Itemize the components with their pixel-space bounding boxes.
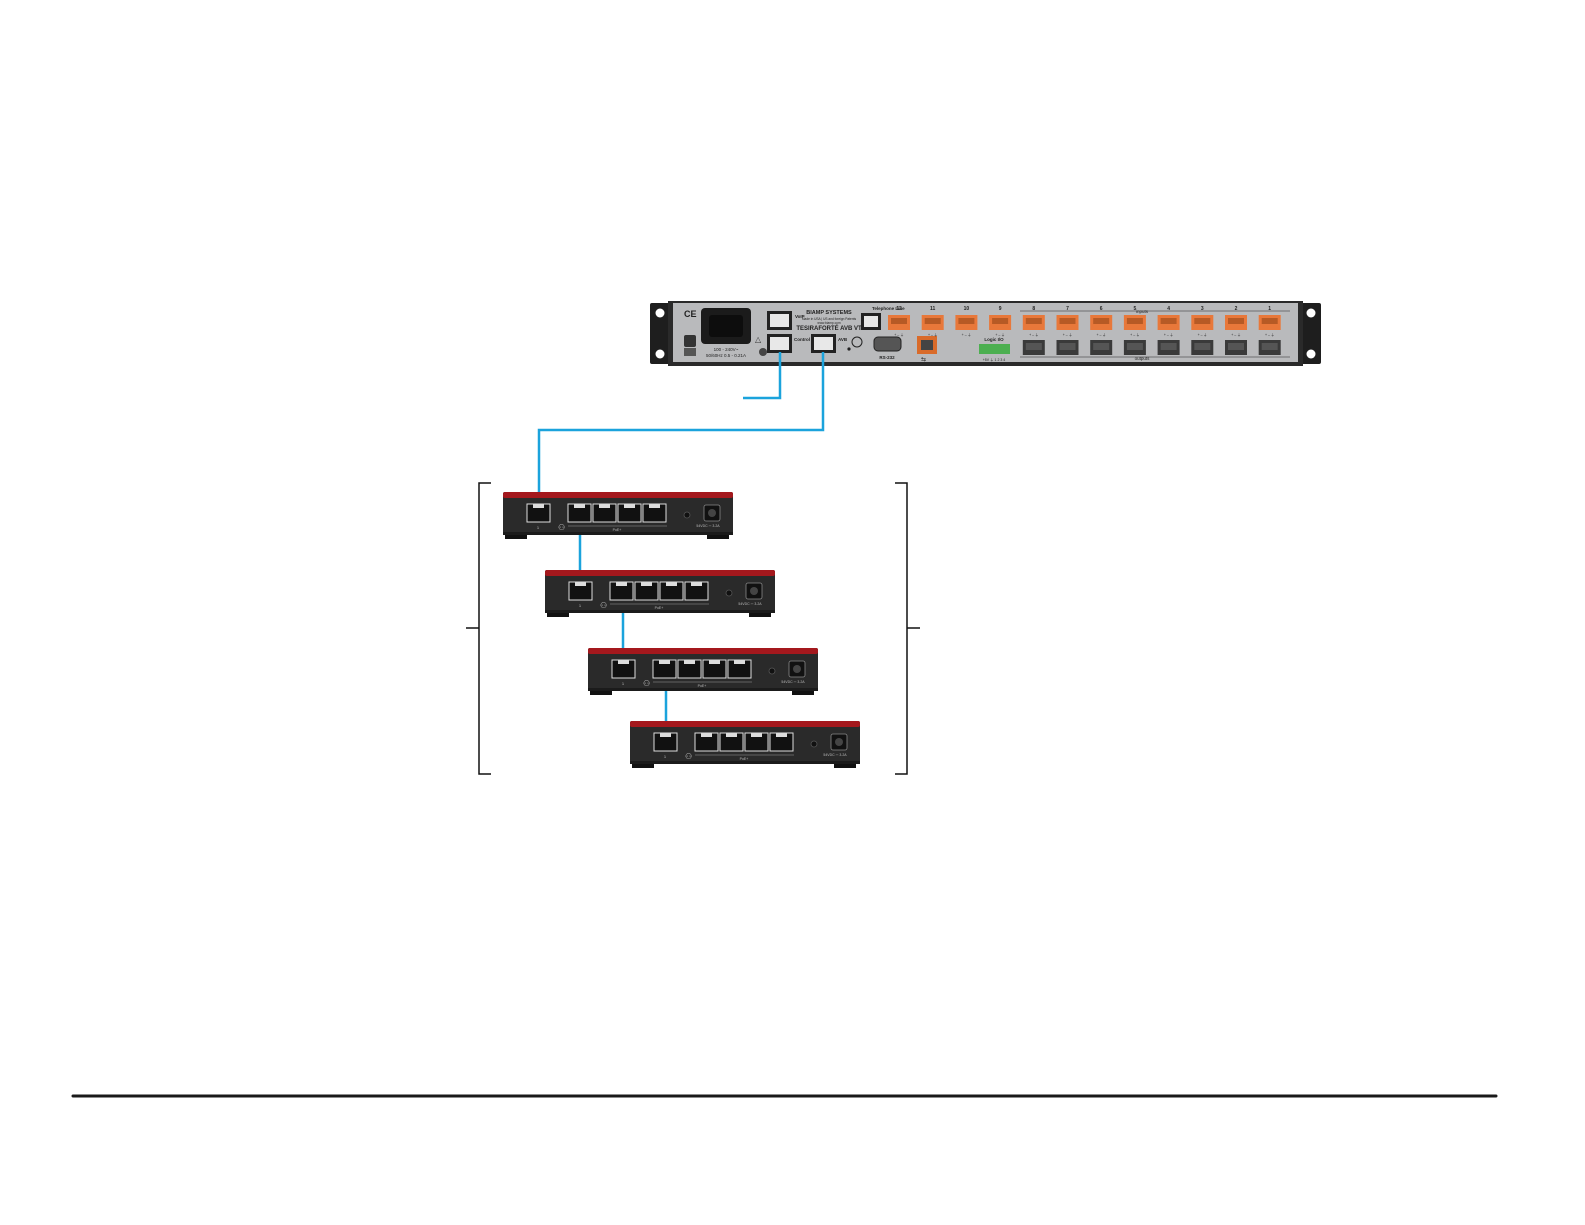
poe-label: PoE+ <box>698 684 707 688</box>
network-icon: ⚇ <box>685 752 692 761</box>
terminal-pins: + – ⏚ <box>894 332 903 337</box>
channel-blocks: 12+ – ⏚11+ – ⏚10+ – ⏚9+ – ⏚8+ – ⏚7+ – ⏚6… <box>888 306 1281 355</box>
svg-text:Control: Control <box>794 337 810 342</box>
usb-icon: ⇆ <box>921 356 926 363</box>
network-switch-2: 1 ⚇ PoE+ 54VDC ⎓ 3.2A <box>545 570 775 617</box>
svg-text:www.biamp.com: www.biamp.com <box>817 321 841 325</box>
channel-10: 10 + – ⏚ <box>955 306 978 337</box>
cable-avb-to-switch-1 <box>537 352 825 504</box>
reset-button <box>810 740 818 748</box>
channel-number: 3 <box>1201 306 1204 312</box>
bracket-left <box>466 482 491 775</box>
channel-2: 2 + – ⏚ <box>1225 306 1247 355</box>
terminal-pins: + – ⏚ <box>928 332 937 337</box>
bracket-right <box>895 482 920 775</box>
switch-top-accent <box>545 570 775 576</box>
terminal-pins: + – ⏚ <box>1063 332 1072 337</box>
channel-number: 2 <box>1235 306 1238 312</box>
svg-text:Telephone Line: Telephone Line <box>872 306 905 311</box>
network-icon: ⚇ <box>643 679 650 688</box>
channel-number: 4 <box>1167 306 1170 312</box>
network-icon: ⚇ <box>600 601 607 610</box>
channel-number: 5 <box>1134 306 1137 312</box>
ce-mark: CE <box>684 309 697 319</box>
reset-button <box>768 667 776 675</box>
rack-ear-right <box>1301 303 1321 364</box>
logic-terminal <box>979 344 1010 354</box>
channel-4: 4 + – ⏚ <box>1157 306 1180 355</box>
channel-number: 8 <box>1032 306 1035 312</box>
power-rating-label: 54VDC ⎓ 3.2A <box>781 680 805 684</box>
network-switch-1: 1 ⚇ PoE+ 54VDC ⎓ 3.2A <box>503 492 733 539</box>
channel-number: 10 <box>964 306 970 312</box>
svg-text:AVB: AVB <box>838 337 848 342</box>
model-label: TESIRAFORTÉ AVB VT <box>796 324 862 332</box>
terminal-pins: + – ⏚ <box>962 332 971 337</box>
channel-12: 12 + – ⏚ <box>888 306 910 337</box>
inputs-label: inputs <box>1136 309 1149 314</box>
channel-9: 9 + – ⏚ <box>989 306 1012 337</box>
channel-1: 1 + – ⏚ <box>1258 306 1281 355</box>
channel-7: 7 + – ⏚ <box>1056 306 1079 355</box>
reset-button <box>683 511 691 519</box>
power-rating-label: 54VDC ⎓ 3.2A <box>738 602 762 606</box>
ground-screw <box>759 348 767 356</box>
svg-text:VoIP: VoIP <box>795 314 805 319</box>
terminal-pins: + – ⏚ <box>1029 332 1038 337</box>
power-rating-label: 54VDC ⎓ 3.2A <box>696 524 720 528</box>
terminal-pins: + – ⏚ <box>1130 332 1139 337</box>
terminal-pins: + – ⏚ <box>1265 332 1274 337</box>
poe-label: PoE+ <box>613 528 622 532</box>
switch-port-number: 1 <box>579 603 582 608</box>
power-rating-label: 54VDC ⎓ 3.2A <box>823 753 847 757</box>
terminal-pins: + – ⏚ <box>1164 332 1173 337</box>
svg-text:+5V ⏚ 1 2 3 4: +5V ⏚ 1 2 3 4 <box>983 357 1006 362</box>
terminal-pins: + – ⏚ <box>1096 332 1105 337</box>
channel-5: 5 + – ⏚ <box>1123 306 1146 355</box>
switch-port-number: 1 <box>622 681 625 686</box>
network-switch-4: 1 ⚇ PoE+ 54VDC ⎓ 3.2A <box>630 721 860 768</box>
poe-label: PoE+ <box>740 757 749 761</box>
rack-processor: CE 100 - 240V~ 50/60Hz 0.5 - 0.21A △ VoI… <box>650 301 1321 366</box>
rack-ear-left <box>650 303 670 364</box>
svg-text:Made in USA | US and foreign P: Made in USA | US and foreign Patents <box>802 317 857 321</box>
channel-number: 7 <box>1066 306 1069 312</box>
channel-number: 9 <box>999 306 1002 312</box>
channel-3: 3 + – ⏚ <box>1191 306 1214 355</box>
svg-text:Logic I/O: Logic I/O <box>984 337 1004 342</box>
warning-icon: △ <box>755 335 762 344</box>
svg-text:RS-232: RS-232 <box>879 355 895 360</box>
channel-number: 1 <box>1268 306 1271 312</box>
network-icon: ⚇ <box>558 523 565 532</box>
network-switch-3: 1 ⚇ PoE+ 54VDC ⎓ 3.2A <box>588 648 818 695</box>
svg-text:50/60Hz 0.5 - 0.21A: 50/60Hz 0.5 - 0.21A <box>706 353 746 358</box>
channel-number: 11 <box>930 306 936 312</box>
brand-label: BIAMP SYSTEMS <box>806 310 852 316</box>
terminal-pins: + – ⏚ <box>1231 332 1240 337</box>
channel-8: 8 + – ⏚ <box>1022 306 1045 355</box>
reset-button <box>725 589 733 597</box>
channel-6: 6 + – ⏚ <box>1090 306 1113 355</box>
port-rs232 <box>873 336 902 352</box>
switch-stack: 1 ⚇ PoE+ 54VDC ⎓ 3.2A 1 ⚇ PoE+ 54VDC ⎓ 3.2A 1 ⚇ Po… <box>503 492 860 768</box>
switch-top-accent <box>630 721 860 727</box>
channel-11: 11 + – ⏚ <box>921 306 944 337</box>
channel-number: 6 <box>1100 306 1103 312</box>
switch-top-accent <box>503 492 733 498</box>
switch-port-number: 1 <box>537 525 540 530</box>
switch-top-accent <box>588 648 818 654</box>
cable-control <box>743 352 782 400</box>
cert-icon <box>684 335 696 347</box>
switch-port-number: 1 <box>664 754 667 759</box>
svg-text:100 - 240V~: 100 - 240V~ <box>714 347 739 352</box>
cert-icon-2 <box>684 348 696 356</box>
terminal-pins: + – ⏚ <box>1198 332 1207 337</box>
terminal-pins: + – ⏚ <box>995 332 1004 337</box>
channel-number: 12 <box>896 306 902 312</box>
ground-icon <box>851 336 863 348</box>
poe-label: PoE+ <box>655 606 664 610</box>
outputs-label: outputs <box>1135 356 1151 361</box>
